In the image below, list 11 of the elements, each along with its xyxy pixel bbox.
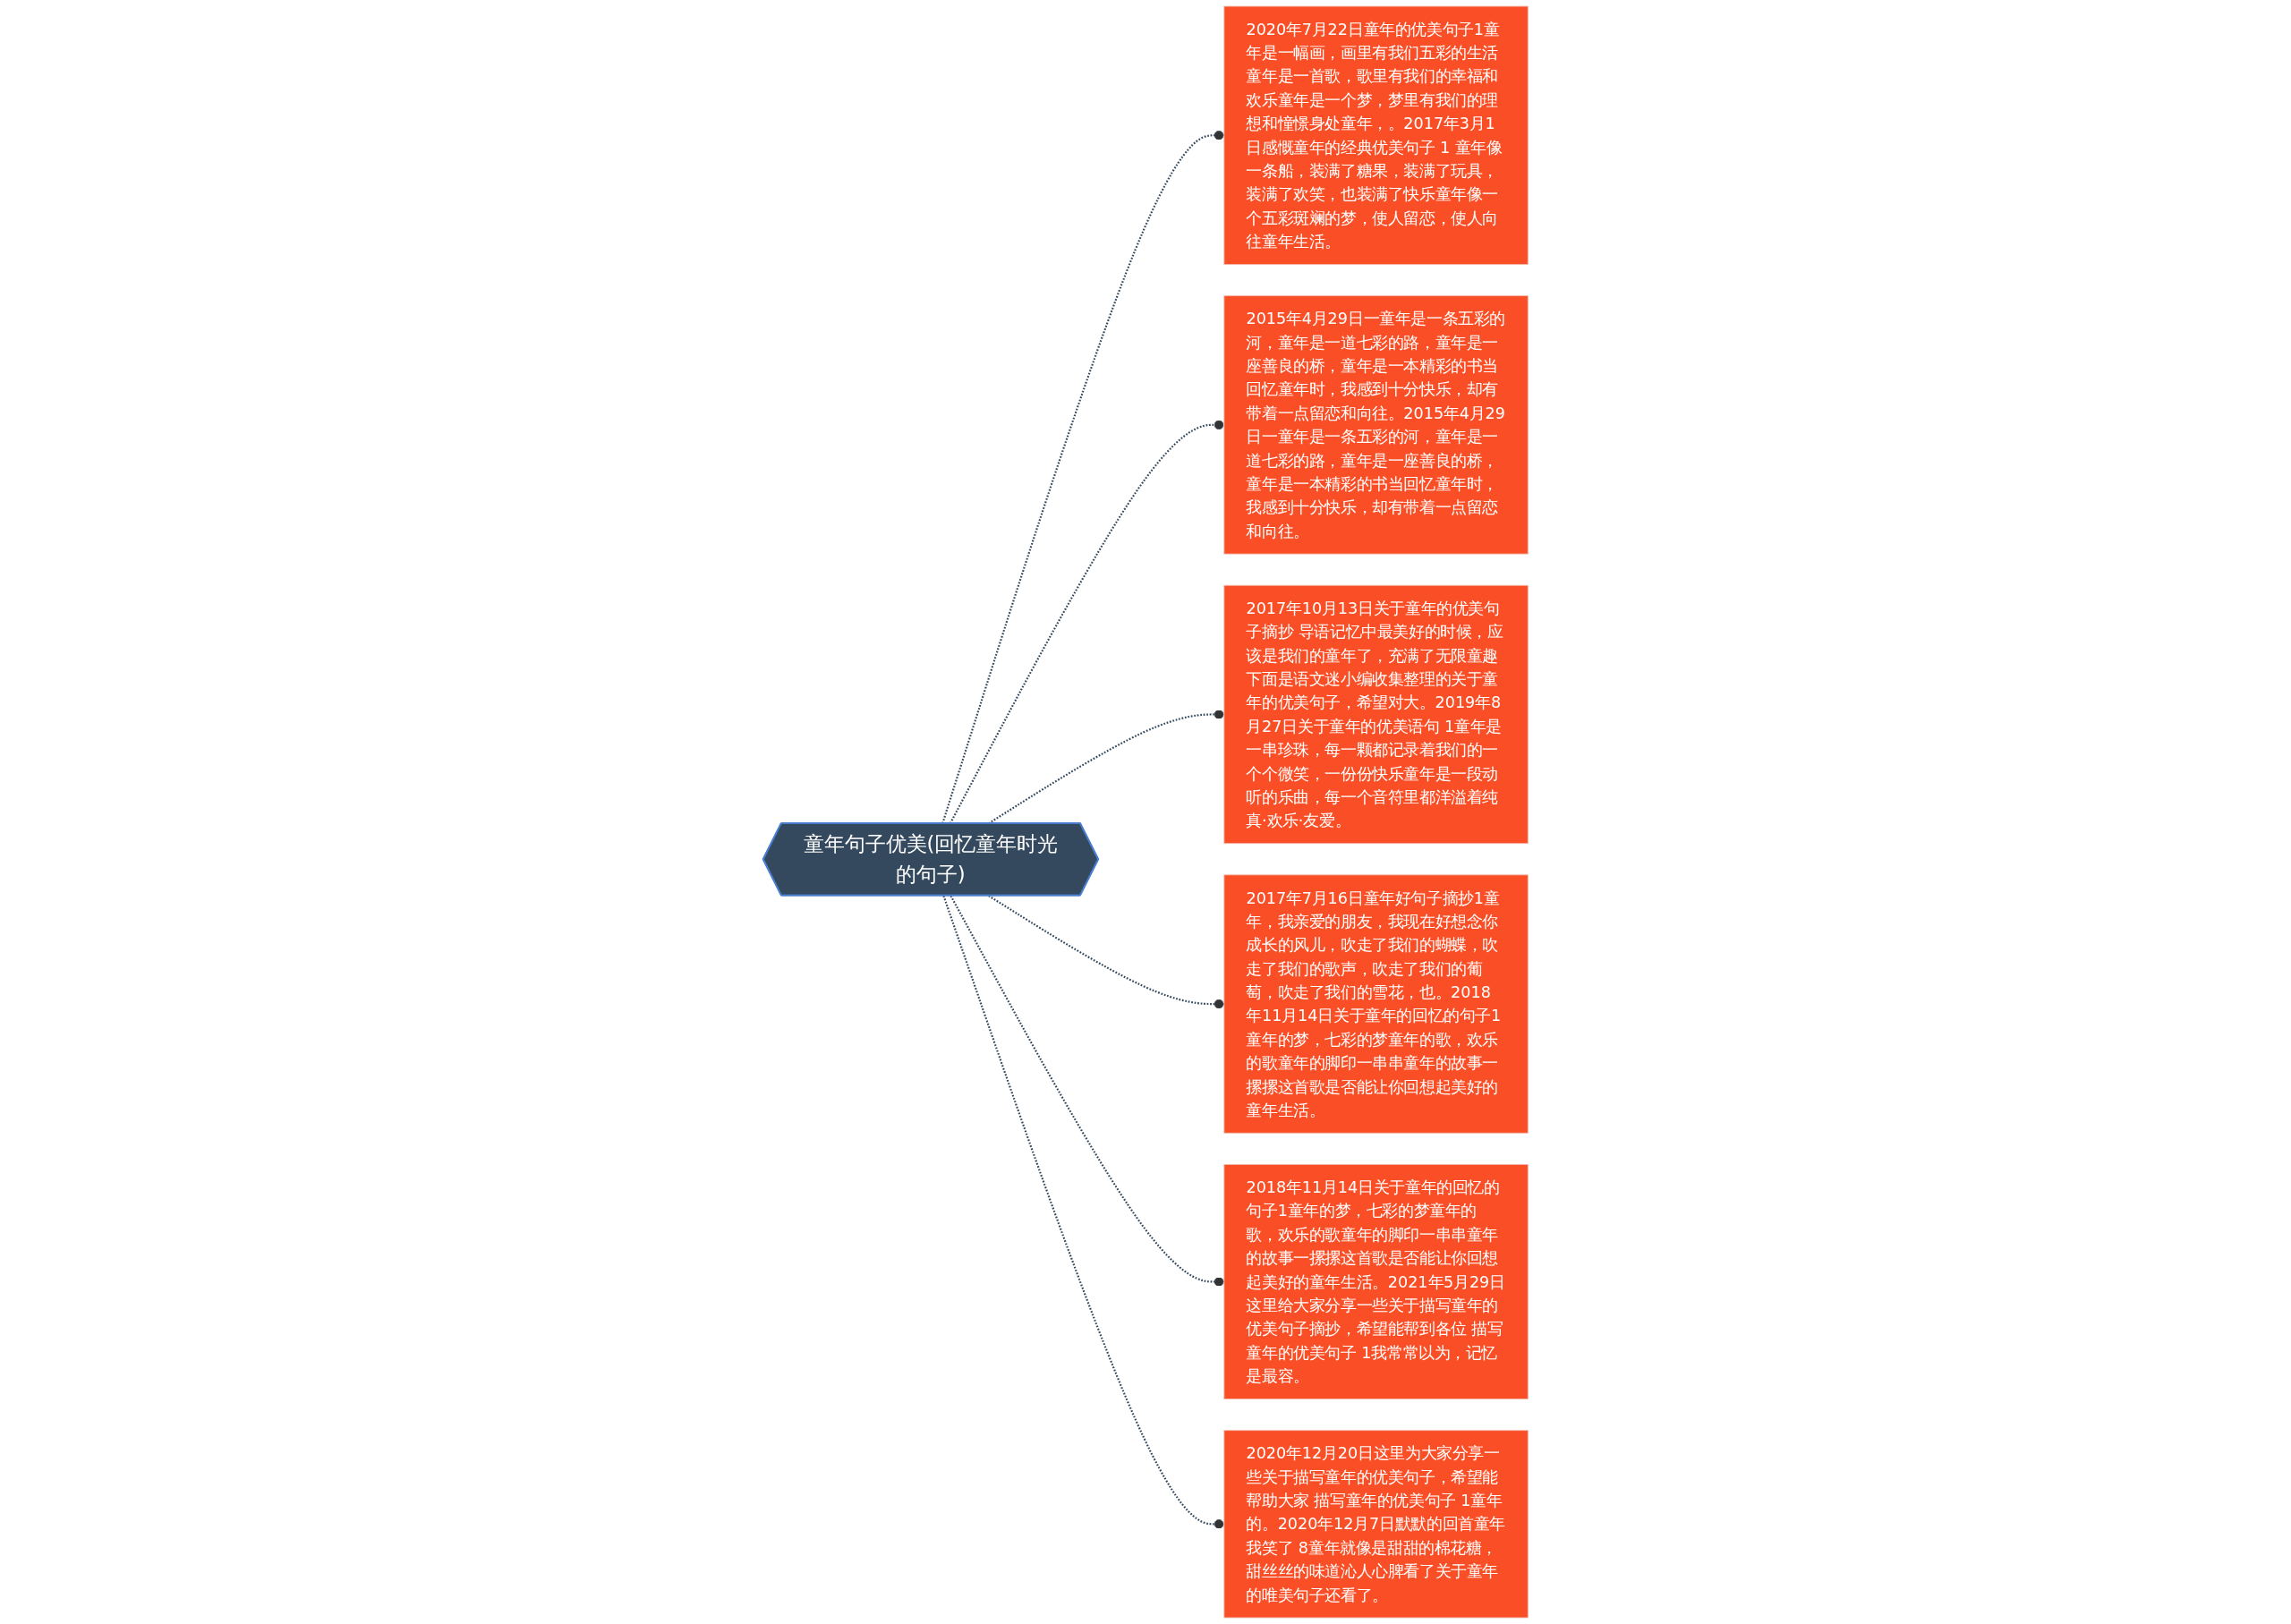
node-box: 2020年12月20日这里为大家分享一些关于描写童年的优美句子，希望能帮助大家 描写童年的优美句子 1童年的。2020年12月7日默默的回首童年我笑了 8童年就像是甜甜的棉花糖，甜丝丝的味道沁人心脾看了关于童年的唯美句子还看了。 <box>1223 1430 1529 1619</box>
node-box: 2020年7月22日童年的优美句子1童年是一幅画，画里有我们五彩的生活童年是一首歌，歌里有我们的幸福和欢乐童年是一个梦，梦里有我们的理想和憧憬身处童年，。2017年3月1日感慨童年的经典优美句子 1 童年像一条船，装满了糖果，装满了玩具，装满了欢笑，也装满了快乐童年像一个五彩斑斓的梦，使人留恋，使人向往童年生活。 <box>1223 5 1529 265</box>
node-box: 2015年4月29日一童年是一条五彩的河，童年是一道七彩的路，童年是一座善良的桥，童年是一本精彩的书当回忆童年时，我感到十分快乐，却有带着一点留恋和向往。2015年4月29日一童年是一条五彩的河，童年是一道七彩的路，童年是一座善良的桥，童年是一本精彩的书当回忆童年时，我感到十分快乐，却有带着一点留恋和向往。 <box>1223 295 1529 555</box>
connector <box>949 420 1224 824</box>
connector <box>942 895 1224 1529</box>
node-box: 2017年7月16日童年好句子摘抄1童年，我亲爱的朋友，我现在好想念你成长的风儿，吹走了我们的蝴蝶，吹走了我们的歌声，吹走了我们的葡萄，吹走了我们的雪花，也。2018年11月14日关于童年的回忆的句子1童年的梦，七彩的梦童年的歌，欢乐的歌童年的脚印一串串童年的故事一摞摞这首歌是否能让你回想起美好的童年生活。 <box>1223 874 1529 1134</box>
node-box: 2017年10月13日关于童年的优美句子摘抄 导语记忆中最美好的时候，应该是我们的童年了，充满了无限童趣下面是语文迷小编收集整理的关于童年的优美句子，希望对大。2019年8月27日关于童年的优美语句 1童年是一串珍珠，每一颗都记录着我们的一个个微笑，一份份快乐童年是一段动听的乐曲，每一个音符里都洋溢着纯真·欢乐·友爱。 <box>1223 584 1529 845</box>
connector <box>988 895 1224 1009</box>
connector <box>941 130 1224 824</box>
connector <box>950 895 1224 1287</box>
node-box: 2018年11月14日关于童年的回忆的句子1童年的梦，七彩的梦童年的歌，欢乐的歌童年的脚印一串串童年的故事一摞摞这首歌是否能让你回想起美好的童年生活。2021年5月29日这里给大家分享一些关于描写童年的优美句子摘抄，希望能帮到各位 描写童年的优美句子 1我常常以为，记忆是最容。 <box>1223 1164 1529 1399</box>
